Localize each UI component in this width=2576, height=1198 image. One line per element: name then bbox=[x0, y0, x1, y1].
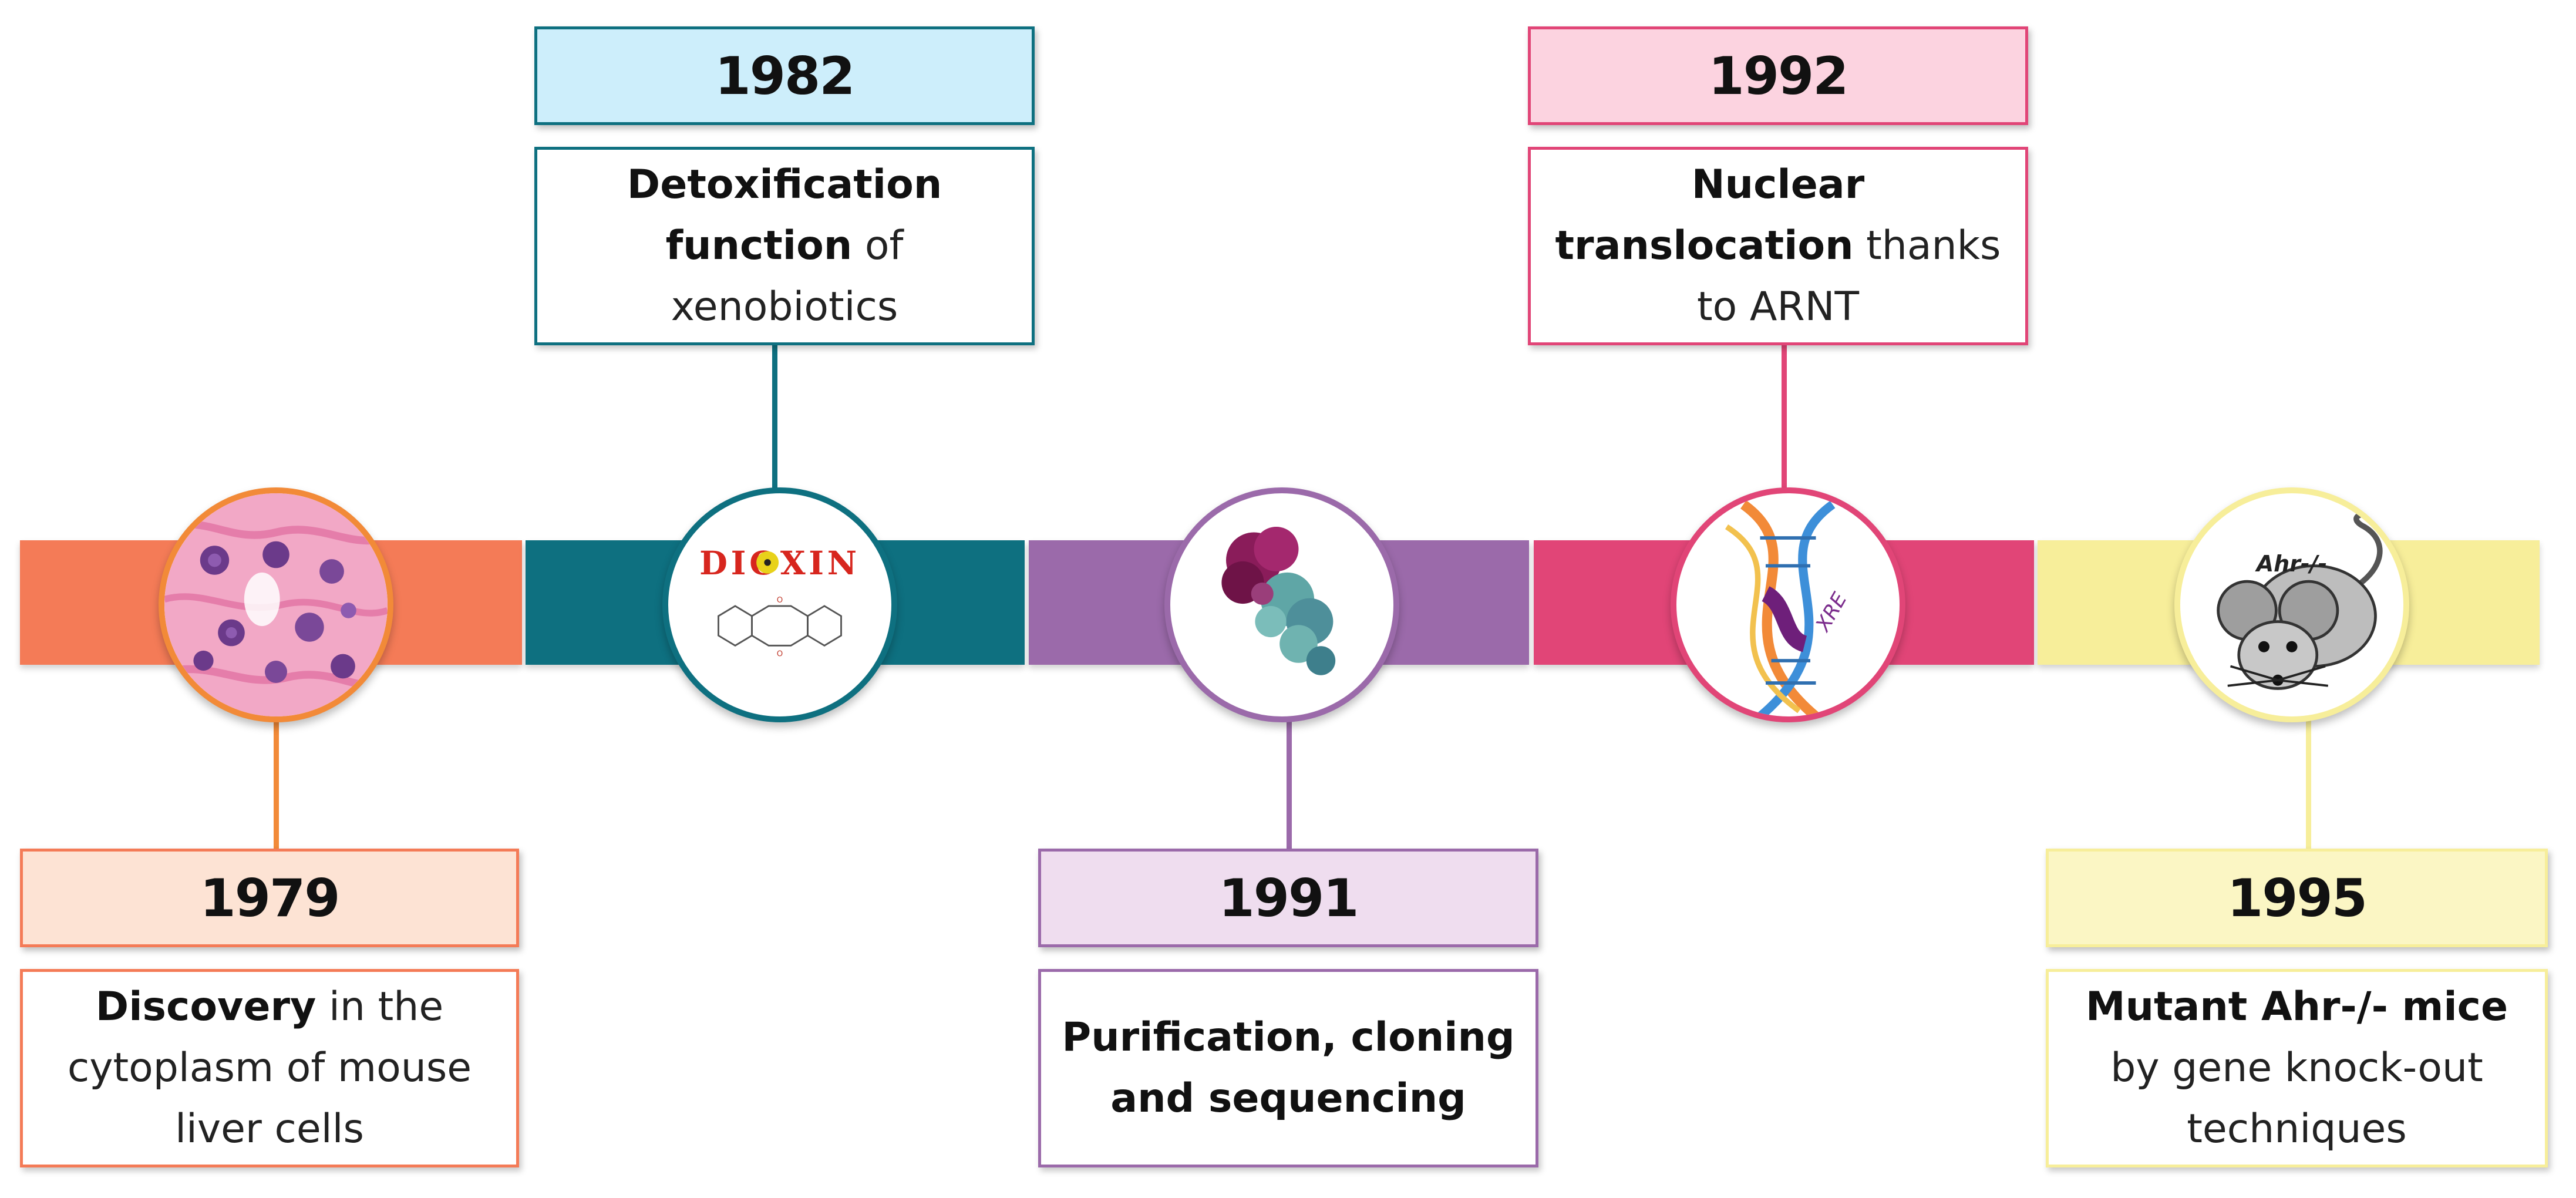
event-description: Discovery in the cytoplasm of mouse live… bbox=[67, 984, 472, 1152]
mouse-image: Ahr-/- bbox=[2174, 487, 2409, 722]
year-box-1995: 1995 bbox=[2046, 849, 2548, 947]
description-box-1979: Discovery in the cytoplasm of mouse live… bbox=[20, 969, 519, 1167]
dioxin-label: DIOXIN bbox=[699, 544, 860, 582]
event-description: Nuclear translocation thanks to ARNT bbox=[1555, 161, 2001, 330]
liver-cells-image bbox=[159, 487, 393, 722]
description-box-1982: Detoxification function of xenobiotics bbox=[534, 147, 1035, 345]
year-label: 1995 bbox=[2227, 867, 2368, 928]
year-label: 1992 bbox=[1708, 45, 1849, 106]
description-box-1995: Mutant Ahr-/- mice by gene knock-out tec… bbox=[2046, 969, 2548, 1167]
dna-xre-image: XRE bbox=[1671, 487, 1905, 722]
year-label: 1991 bbox=[1218, 867, 1359, 928]
connector-1991 bbox=[1287, 711, 1292, 849]
description-box-1992: Nuclear translocation thanks to ARNT bbox=[1528, 147, 2028, 345]
year-box-1991: 1991 bbox=[1038, 849, 1538, 947]
protein-structure-image bbox=[1164, 487, 1399, 722]
year-label: 1979 bbox=[200, 867, 341, 928]
svg-text:O: O bbox=[777, 596, 783, 605]
year-box-1979: 1979 bbox=[20, 849, 519, 947]
ahr-label: Ahr-/- bbox=[2255, 551, 2328, 577]
year-box-1982: 1982 bbox=[534, 26, 1035, 125]
year-box-1992: 1992 bbox=[1528, 26, 2028, 125]
connector-1979 bbox=[274, 705, 279, 849]
event-description: Detoxification function of xenobiotics bbox=[627, 161, 942, 330]
dioxin-molecule-image: DIOXIN O O bbox=[662, 487, 897, 722]
event-description: Purification, cloning and sequencing bbox=[1062, 1014, 1515, 1122]
connector-1982 bbox=[772, 344, 777, 490]
description-box-1991: Purification, cloning and sequencing bbox=[1038, 969, 1538, 1167]
connector-1992 bbox=[1782, 344, 1787, 490]
svg-text:O: O bbox=[777, 650, 783, 658]
connector-1995 bbox=[2306, 711, 2311, 849]
event-description: Mutant Ahr-/- mice by gene knock-out tec… bbox=[2085, 984, 2508, 1152]
xre-label: XRE bbox=[1811, 588, 1852, 637]
year-label: 1982 bbox=[715, 45, 856, 106]
